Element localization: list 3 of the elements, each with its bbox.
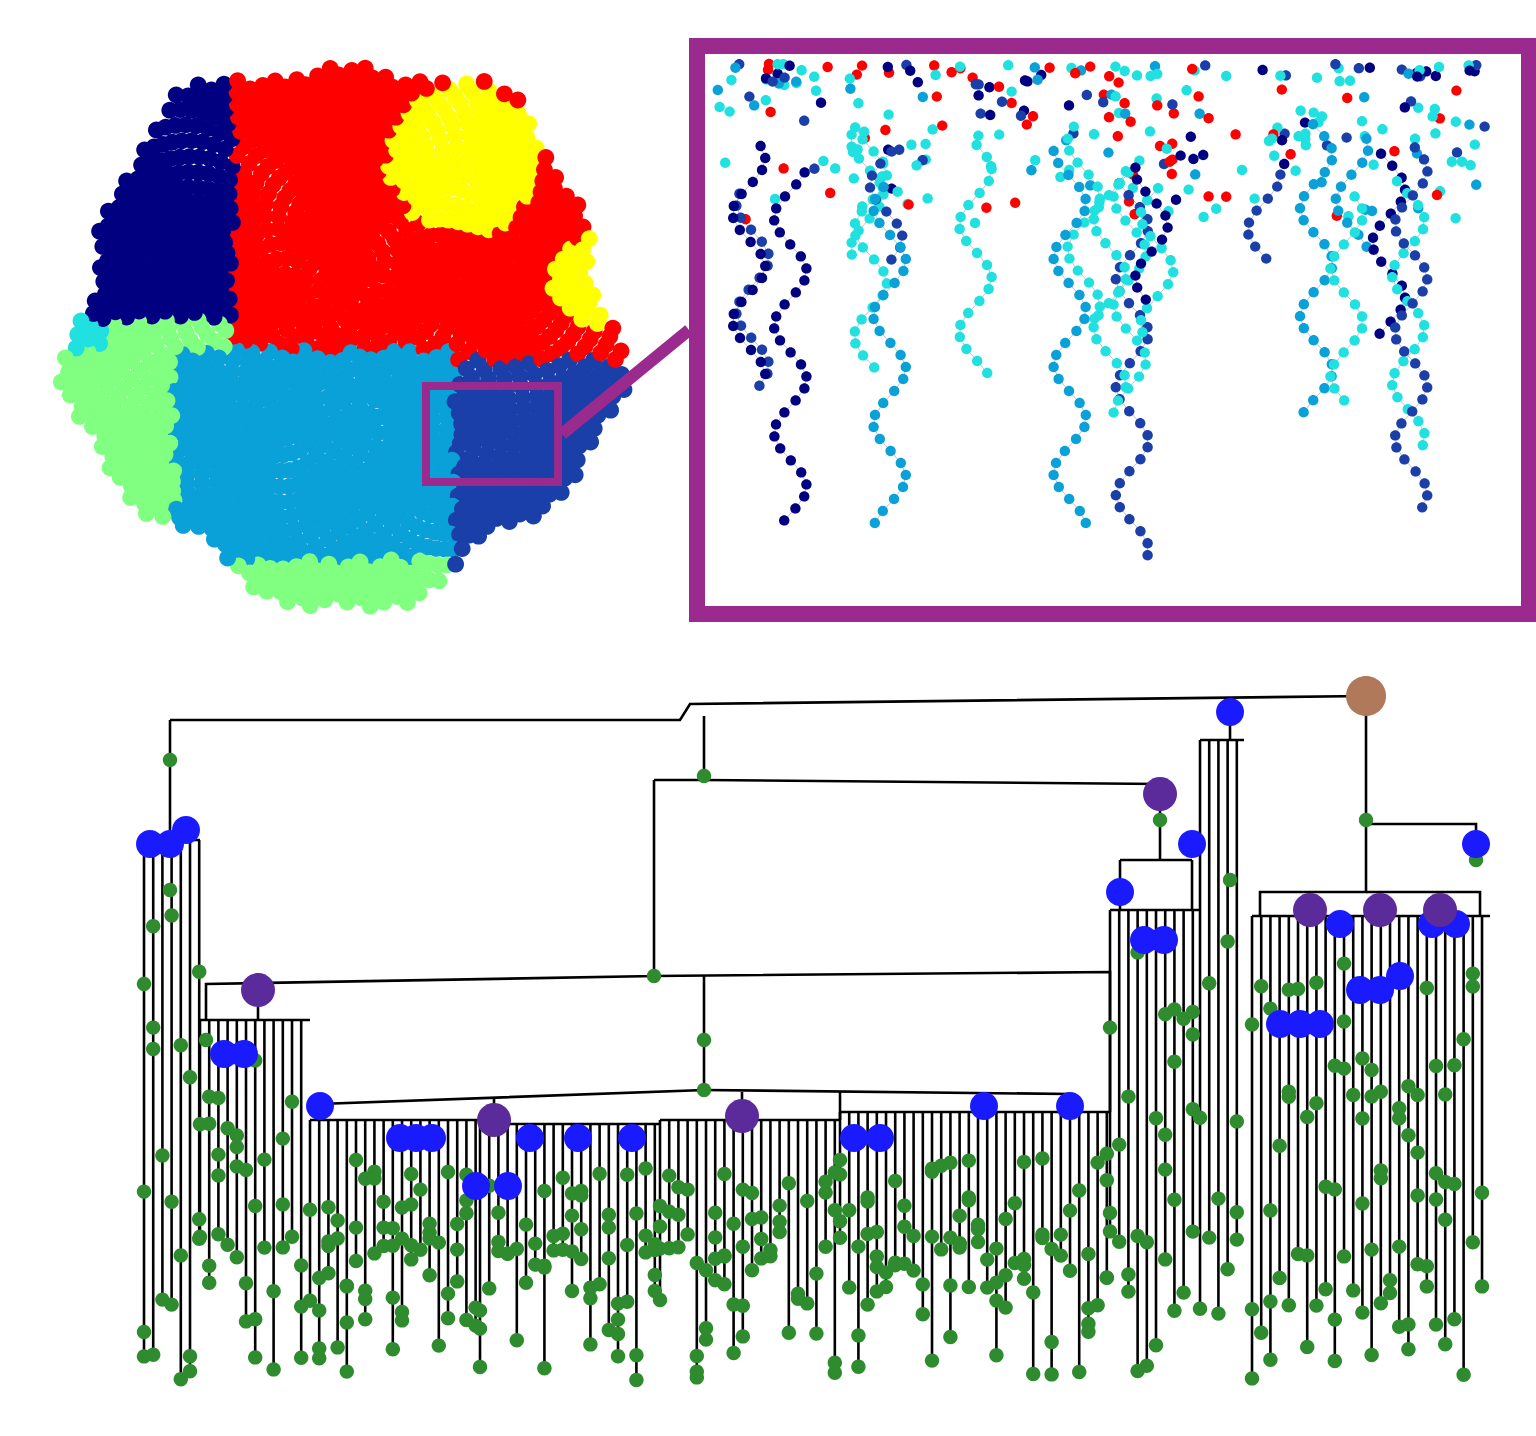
zoom-rectangle — [422, 382, 562, 486]
inset-frame — [689, 38, 1536, 622]
leader-line — [558, 325, 693, 439]
